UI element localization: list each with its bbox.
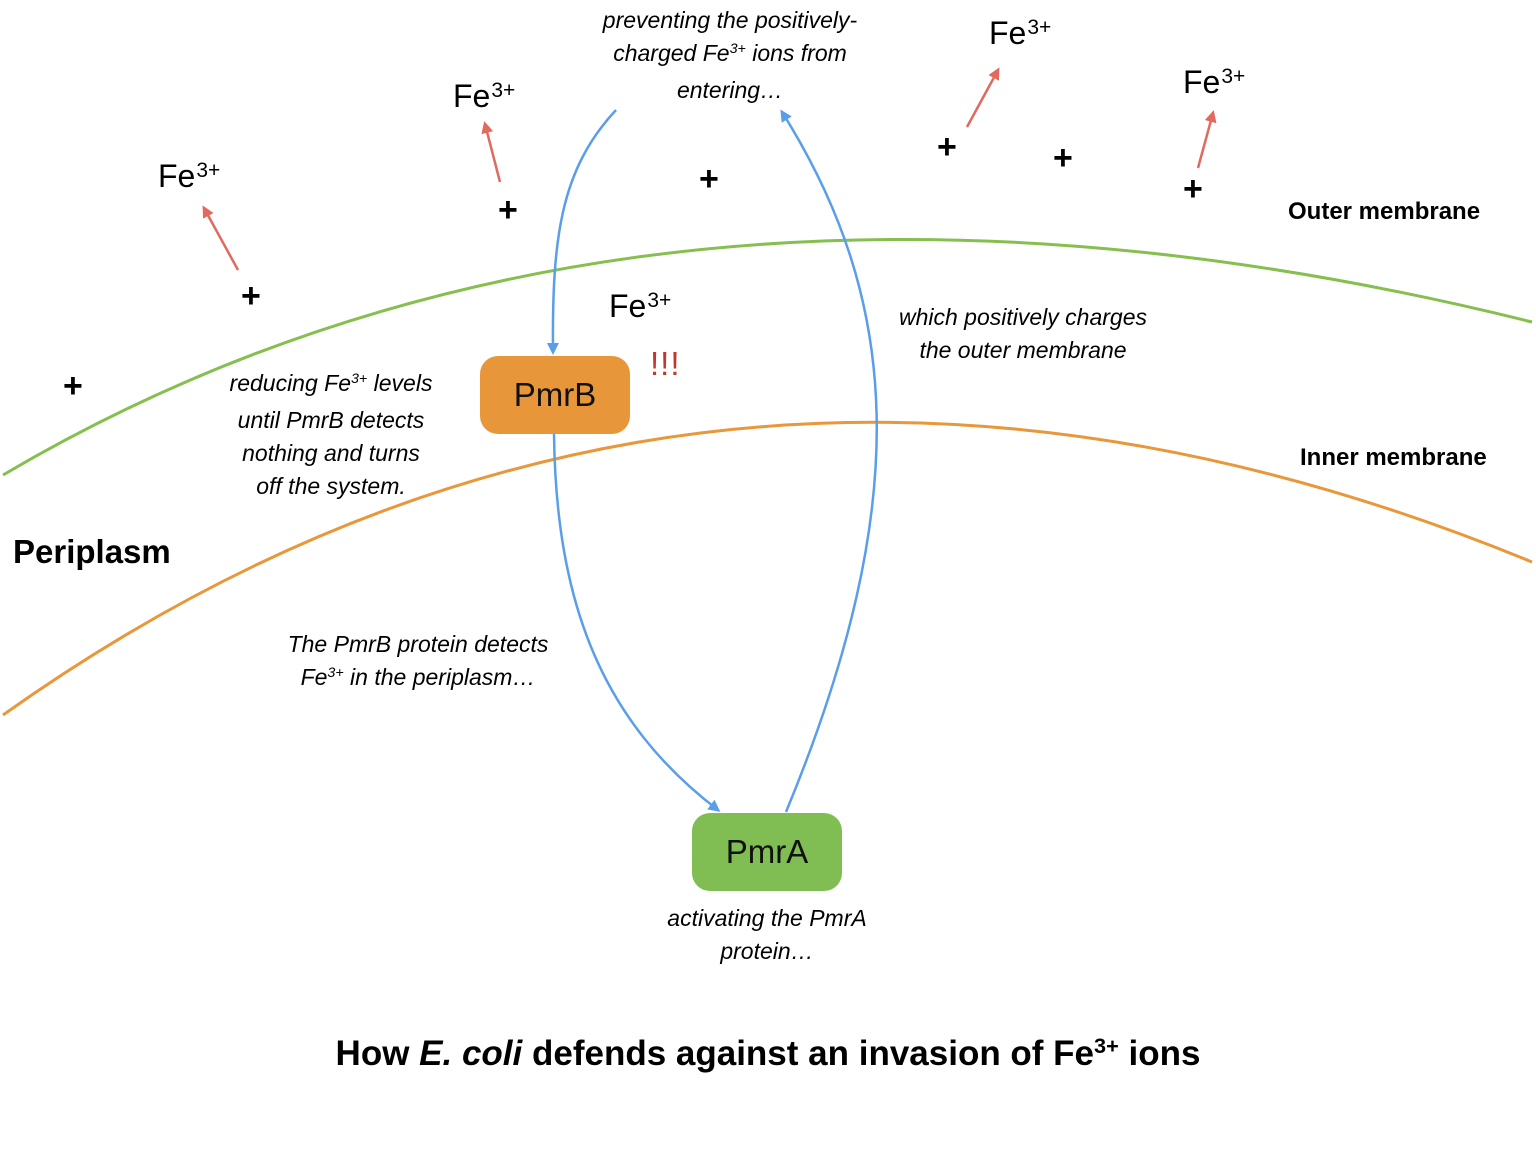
note-positively-charges: which positively charges the outer membr… xyxy=(898,304,1147,363)
periplasm-label: Periplasm xyxy=(13,533,171,570)
note-reducing-levels: reducing Fe3+ levels until PmrB detects … xyxy=(229,370,433,499)
note-preventing-entry: preventing the positively- charged Fe3+ … xyxy=(602,7,858,103)
pmrb-label: PmrB xyxy=(513,376,597,413)
outer-membrane-label: Outer membrane xyxy=(1288,198,1481,225)
repel-arrow-1 xyxy=(202,205,240,271)
fe-ion-3: Fe3+ xyxy=(989,15,1052,51)
fe-ion-4: Fe3+ xyxy=(1183,64,1246,100)
repel-arrow-2 xyxy=(481,121,502,183)
fe-ion-periplasm: Fe3+ xyxy=(609,288,672,324)
alert-marks: !!! xyxy=(650,345,681,382)
note-activating-pmra: activating the PmrA protein… xyxy=(667,905,867,964)
pmra-protein: PmrA xyxy=(692,813,842,891)
outer-membrane-curve xyxy=(2,237,1533,477)
plus-charge: + xyxy=(699,160,719,198)
plus-charge: + xyxy=(1183,170,1203,208)
plus-charge: + xyxy=(63,367,83,405)
plus-charge: + xyxy=(937,128,957,166)
inner-membrane-label: Inner membrane xyxy=(1300,444,1487,471)
fe-ion-1: Fe3+ xyxy=(158,158,221,194)
inner-membrane-curve xyxy=(2,420,1533,717)
fe-ion-2: Fe3+ xyxy=(453,78,516,114)
arrow-pmrb-to-pmra xyxy=(552,433,721,812)
note-pmrb-detects: The PmrB protein detects Fe3+ in the per… xyxy=(287,631,549,690)
repel-arrow-3 xyxy=(965,67,1000,128)
pmrb-protein: PmrB xyxy=(480,356,630,434)
pmra-label: PmrA xyxy=(725,833,809,870)
plus-charge: + xyxy=(241,277,261,315)
repel-arrow-4 xyxy=(1196,110,1217,169)
arrow-to-pmrb xyxy=(546,109,617,355)
arrow-pmra-to-outer-membrane xyxy=(780,109,878,813)
plus-charge: + xyxy=(498,191,518,229)
plus-charge: + xyxy=(1053,139,1073,177)
diagram-title: How E. coli defends against an invasion … xyxy=(335,1033,1201,1073)
